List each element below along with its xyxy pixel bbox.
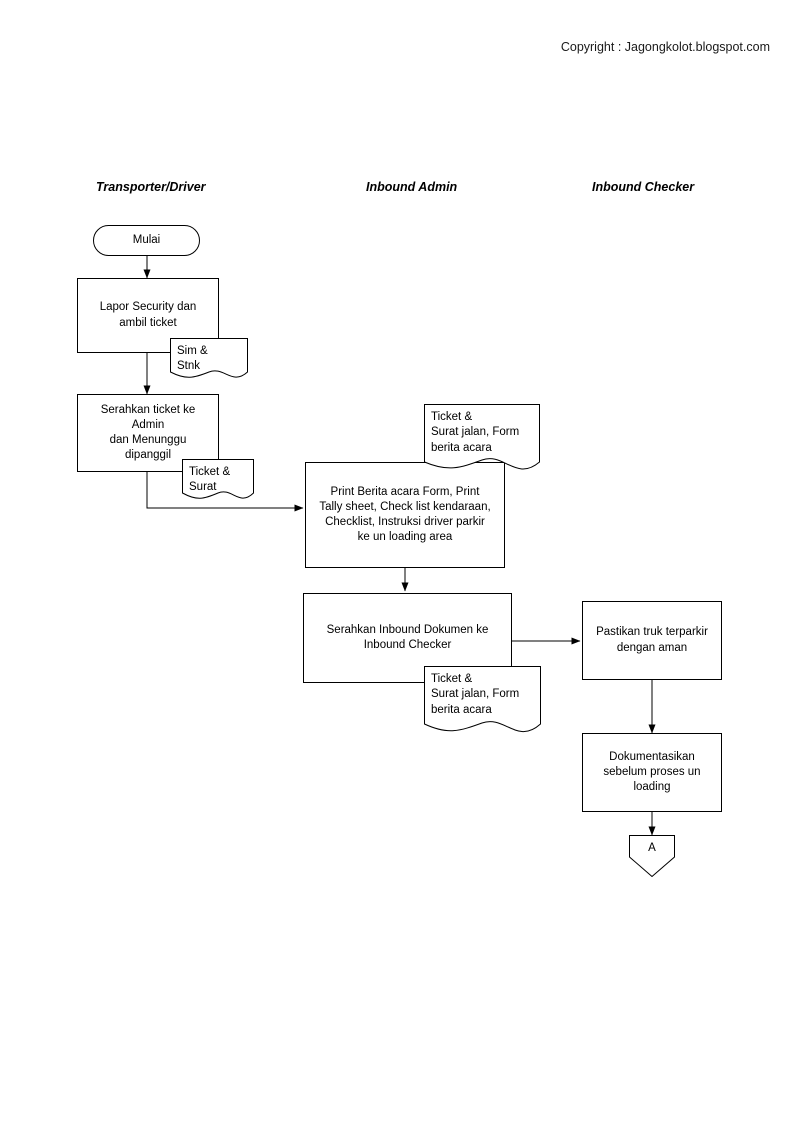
- doc-sim-stnk-label: Sim & Stnk: [177, 345, 208, 373]
- node-serahkan-inbound-dokumen-label: Serahkan Inbound Dokumen ke Inbound Chec…: [326, 623, 489, 651]
- doc-ticket-surat-jalan-bottom[interactable]: Ticket & Surat jalan, Form berita acara: [424, 666, 541, 740]
- lane-header-transporter: Transporter/Driver: [96, 180, 206, 194]
- node-dokumentasikan[interactable]: Dokumentasikan sebelum proses un loading: [582, 733, 722, 812]
- node-serahkan-ticket-label: Serahkan ticket ke Admin dan Menunggu di…: [100, 403, 196, 462]
- node-serahkan-inbound-dokumen[interactable]: Serahkan Inbound Dokumen ke Inbound Chec…: [303, 593, 512, 683]
- node-lapor-security-label: Lapor Security dan ambil ticket: [99, 301, 197, 329]
- doc-ticket-surat-jalan-top[interactable]: Ticket & Surat jalan, Form berita acara: [424, 404, 540, 476]
- node-start-mulai-label: Mulai: [132, 233, 161, 246]
- node-print-berita-acara[interactable]: Print Berita acara Form, Print Tally she…: [305, 462, 505, 568]
- node-serahkan-ticket[interactable]: Serahkan ticket ke Admin dan Menunggu di…: [77, 394, 219, 472]
- node-dokumentasikan-label: Dokumentasikan sebelum proses un loading: [603, 750, 701, 794]
- doc-ticket-surat-jalan-bottom-label: Ticket & Surat jalan, Form berita acara: [431, 673, 520, 716]
- node-pastikan-truk-terparkir-label: Pastikan truk terparkir dengan aman: [596, 626, 708, 654]
- copyright-notice: Copyright : Jagongkolot.blogspot.com: [560, 40, 770, 54]
- lane-header-inbound-checker: Inbound Checker: [592, 180, 695, 194]
- doc-ticket-surat-jalan-top-label: Ticket & Surat jalan, Form berita acara: [431, 411, 520, 454]
- node-off-page-connector-a-label: A: [648, 842, 656, 854]
- node-off-page-connector-a[interactable]: A: [629, 835, 675, 877]
- doc-sim-stnk[interactable]: Sim & Stnk: [170, 338, 248, 382]
- node-print-berita-acara-label: Print Berita acara Form, Print Tally she…: [319, 485, 491, 544]
- node-start-mulai[interactable]: Mulai: [93, 225, 200, 256]
- node-pastikan-truk-terparkir[interactable]: Pastikan truk terparkir dengan aman: [582, 601, 722, 680]
- lane-header-inbound-admin: Inbound Admin: [366, 180, 458, 194]
- doc-ticket-surat[interactable]: Ticket & Surat: [182, 459, 254, 503]
- doc-ticket-surat-label: Ticket & Surat: [189, 466, 231, 494]
